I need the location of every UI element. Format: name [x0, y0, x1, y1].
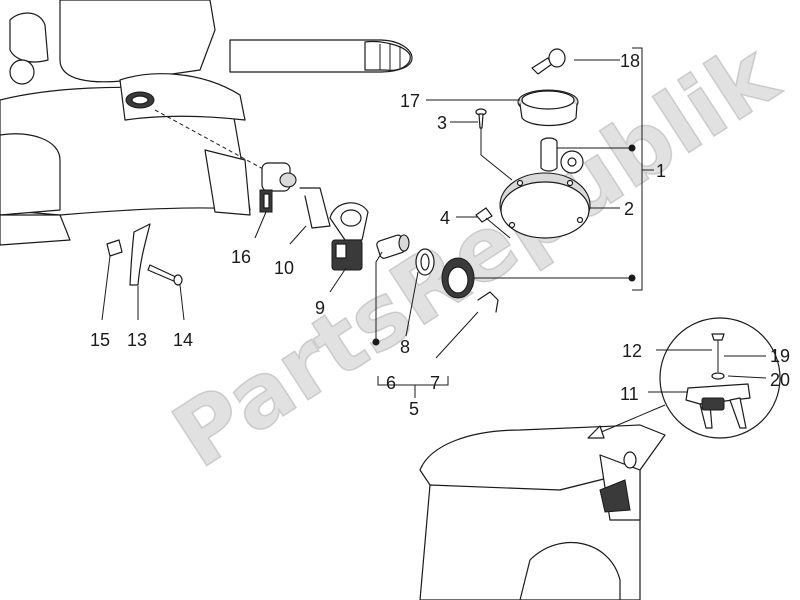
- callout-labels: 1 2 3 4 5 6 7 8 9 10 11 12 13 14 15 16 1…: [90, 51, 790, 419]
- callout-3: 3: [437, 113, 447, 133]
- lock-bracket: [329, 202, 369, 271]
- callout-17: 17: [400, 91, 420, 111]
- callout-6: 6: [386, 373, 396, 393]
- handlebar-fairing: [0, 0, 413, 246]
- fuel-cap-shaft: [540, 137, 584, 174]
- wire-clip: [299, 187, 331, 229]
- callout-4: 4: [440, 208, 450, 228]
- lock-lever-assembly: [106, 223, 183, 286]
- callout-9: 9: [315, 298, 325, 318]
- seat-lock-detail: [659, 317, 781, 439]
- small-clip: [475, 207, 493, 223]
- callout-16: 16: [231, 247, 251, 267]
- detail-arrow: [587, 404, 666, 439]
- callout-19: 19: [770, 346, 790, 366]
- key: [531, 48, 566, 75]
- callout-1: 1: [656, 161, 666, 181]
- washer: [415, 248, 435, 276]
- callout-5: 5: [409, 399, 419, 419]
- callout-20: 20: [770, 370, 790, 390]
- leader-lines: [101, 47, 767, 398]
- screw: [475, 108, 487, 129]
- callout-14: 14: [173, 330, 193, 350]
- callout-18: 18: [620, 51, 640, 71]
- callout-13: 13: [127, 330, 147, 350]
- callout-10: 10: [274, 258, 294, 278]
- connection-dots: [372, 144, 636, 346]
- ignition-switch: [259, 162, 297, 213]
- callout-7: 7: [430, 373, 440, 393]
- callout-8: 8: [400, 337, 410, 357]
- fuel-cap: [517, 89, 579, 127]
- scooter-rear-body: [419, 424, 666, 600]
- fuel-cap-ring: [499, 172, 591, 239]
- callout-12: 12: [622, 341, 642, 361]
- callout-2: 2: [624, 199, 634, 219]
- callout-15: 15: [90, 330, 110, 350]
- lock-body: [441, 257, 499, 313]
- lock-cylinder: [376, 234, 410, 259]
- callout-11: 11: [620, 384, 639, 404]
